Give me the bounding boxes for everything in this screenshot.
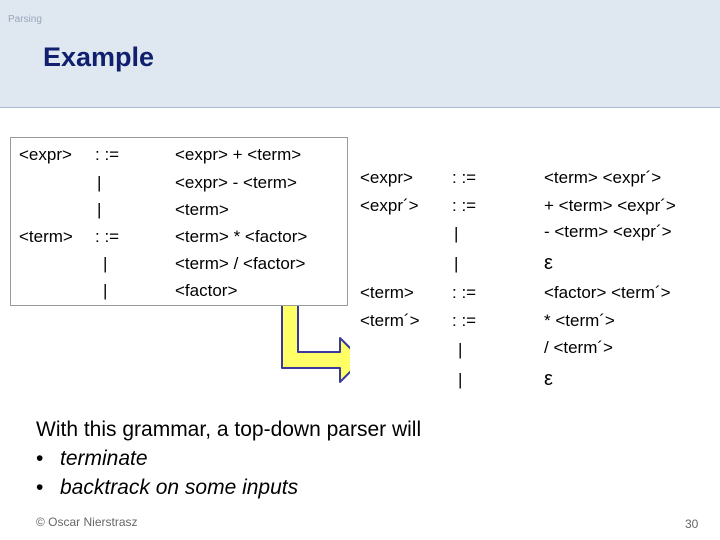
slide-header: Parsing Example <box>0 0 720 108</box>
grammar2-op-0: : := <box>452 168 477 187</box>
grammar1-rhs-2: <term> <box>175 200 229 219</box>
grammar2-rhs-3: ε <box>544 252 553 274</box>
grammar1-lhs-0: <expr> <box>19 145 72 164</box>
grammar2-op-5: : := <box>452 311 477 330</box>
grammar2-rhs-1: + <term> <expr´> <box>544 196 676 215</box>
grammar1-op-1: | <box>97 173 102 192</box>
grammar1-lhs-3: <term> <box>19 227 73 246</box>
slide-title: Example <box>43 42 155 72</box>
section-label: Parsing <box>8 14 42 25</box>
grammar2-rhs-6: / <term´> <box>544 338 613 357</box>
grammar2-op-7: | <box>458 370 463 389</box>
page-number: 30 <box>685 517 699 531</box>
intro-text: With this grammar, a top-down parser wil… <box>36 418 422 441</box>
grammar1-rhs-0: <expr> + <term> <box>175 145 302 164</box>
grammar2-rhs-4: <factor> <term´> <box>544 283 671 302</box>
bullet-symbol: • <box>36 447 44 470</box>
grammar2-rhs-2: - <term> <expr´> <box>544 222 672 241</box>
grammar2-rhs-0: <term> <expr´> <box>544 168 662 187</box>
footer-author: © Oscar Nierstrasz <box>36 515 138 529</box>
bullet-symbol: • <box>36 476 44 499</box>
bullet-text: terminate <box>60 447 148 470</box>
grammar2-lhs-5: <term´> <box>360 311 420 330</box>
grammar2-op-3: | <box>454 254 459 273</box>
bullet-text: backtrack on some inputs <box>60 476 299 499</box>
grammar2-op-6: | <box>458 340 463 359</box>
bullet-item: • backtrack on some inputs <box>36 473 298 502</box>
grammar1-op-5: | <box>103 281 108 300</box>
original-grammar-box: <expr> : := <expr> + <term> | <expr> - <… <box>10 137 348 306</box>
grammar1-rhs-4: <term> / <factor> <box>175 254 306 273</box>
grammar2-op-1: : := <box>452 196 477 215</box>
grammar2-rhs-5: * <term´> <box>544 311 615 330</box>
grammar2-op-4: : := <box>452 283 477 302</box>
grammar2-lhs-0: <expr> <box>360 168 413 187</box>
grammar2-op-2: | <box>454 224 459 243</box>
grammar2-lhs-4: <term> <box>360 283 414 302</box>
grammar1-rhs-5: <factor> <box>175 281 238 300</box>
grammar1-rhs-1: <expr> - <term> <box>175 173 297 192</box>
grammar2-rhs-7: ε <box>544 368 553 390</box>
transformed-grammar-box: <expr> : := <term> <expr´> <expr´> : := … <box>350 160 720 390</box>
grammar1-op-3: : := <box>95 227 120 246</box>
grammar1-op-2: | <box>97 200 102 219</box>
grammar1-rhs-3: <term> * <factor> <box>175 227 308 246</box>
grammar2-lhs-1: <expr´> <box>360 196 419 215</box>
grammar1-op-0: : := <box>95 145 120 164</box>
bullet-item: • terminate <box>36 444 148 473</box>
grammar1-op-4: | <box>103 254 108 273</box>
